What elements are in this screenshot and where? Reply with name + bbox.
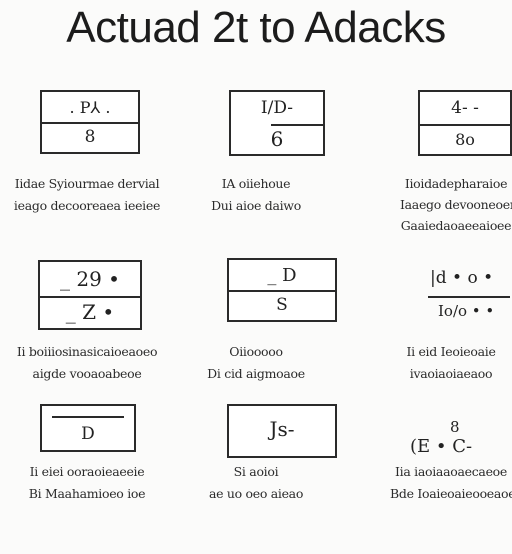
caption-line-3: Gaaiedaoaeeaioee (400, 218, 512, 233)
diagram-bottom-text: 8o (455, 129, 475, 149)
caption-line-1: Iidae Syiourmae dervial (14, 176, 160, 191)
caption-line-1: IA oiiehoue (221, 176, 291, 191)
caption-line-2: Di cid aigmoaoe (207, 366, 305, 381)
caption-line-1: Iia iaoiaaoaecaeoe (395, 464, 507, 479)
diagram-divider (52, 416, 124, 418)
diagram-box: 4- - 8o (418, 90, 512, 156)
card-7: D Ii eiei ooraoieaeeie Bi Maahamioeo ioe (2, 398, 172, 554)
diagram-divider (428, 296, 510, 298)
diagram-open: 8 (E • C- (410, 418, 510, 460)
diagram-top-text: 4- - (451, 98, 479, 118)
caption-line-1: Si aoioi (233, 464, 279, 479)
card-4: _ 29 • _ Z • Ii boiiiosinasicaioeaoeo ai… (2, 254, 172, 410)
card-3: 4- - 8o Iioidadepharaioe Iaaego devooneo… (340, 84, 512, 240)
card-2: I/D- 6 IA oiiehoue Dui aioe daiwo (171, 84, 341, 240)
card-6: |d • o • Io/o • • Ii eid Ieoieoaie ivaoi… (340, 254, 510, 410)
diagram-top-text: _ 29 • (60, 267, 120, 291)
diagram-divider (229, 290, 335, 292)
caption-line-2: Bi Maahamioeo ioe (28, 486, 146, 501)
diagram-center-text: Js- (269, 417, 295, 441)
diagram-box: _ 29 • _ Z • (38, 260, 142, 330)
diagram-top-text: I/D- (260, 98, 294, 118)
diagram-divider (42, 122, 138, 124)
diagram-box: Js- (227, 404, 337, 458)
diagram-bottom-text: D (81, 424, 95, 444)
diagram-bottom-text: 6 (270, 127, 284, 151)
card-8: Js- Si aoioi ae uo oeo aieao (171, 398, 341, 554)
caption-line-2: Dui aioe daiwo (211, 198, 301, 213)
page-title: Actuad 2t to Adacks (66, 3, 446, 52)
diagram-divider (40, 296, 140, 298)
caption-line-1: Ii eiei ooraoieaeeie (29, 464, 145, 479)
diagram-top-text: _ D (267, 264, 297, 286)
diagram-bottom-text: 8 (84, 127, 96, 147)
card-9: 8 (E • C- Iia iaoiaaoaecaeoe Bde Ioaieoa… (340, 398, 512, 554)
diagram-bottom-text: S (276, 295, 288, 315)
caption-line-1: Ii boiiiosinasicaioeaoeo (16, 344, 158, 359)
diagram-box: I/D- 6 (229, 90, 325, 156)
caption-line-2: Iaaego devooneoer (400, 197, 512, 212)
caption-line-2: ieago decooreaea ieeiee (13, 198, 161, 213)
card-5: _ D S Oiiooooo Di cid aigmoaoe (171, 254, 341, 410)
diagram-box: _ D S (227, 258, 337, 322)
diagram-divider (271, 124, 323, 126)
diagram-bottom-text: (E • C- (410, 436, 473, 457)
caption-line-1: Oiiooooo (229, 344, 283, 359)
diagram-bottom-text: _ Z • (65, 300, 115, 324)
caption-line-1: Ii eid Ieoieoaie (406, 344, 496, 359)
caption-line-1: Iioidadepharaioe (404, 176, 508, 191)
caption-line-2: Bde Ioaieoaieooeaoe (390, 486, 512, 501)
diagram-divider (420, 124, 510, 126)
caption-line-2: ae uo oeo aieao (208, 486, 304, 501)
diagram-box: D (40, 404, 136, 452)
caption-line-2: ivaoiaoiaeaoo (409, 366, 493, 381)
diagram-top-text: . P⅄ . (69, 97, 111, 117)
diagram-top-text: |d • o • (430, 268, 494, 288)
diagram-top-text: 8 (450, 418, 460, 436)
caption-line-2: aigde vooaoabeoe (32, 366, 142, 381)
diagram-open: |d • o • Io/o • • (420, 264, 510, 324)
diagram-bottom-text: Io/o • • (438, 302, 495, 320)
card-1: . P⅄ . 8 Iidae Syiourmae dervial ieago d… (2, 84, 172, 240)
diagram-box: . P⅄ . 8 (40, 90, 140, 154)
